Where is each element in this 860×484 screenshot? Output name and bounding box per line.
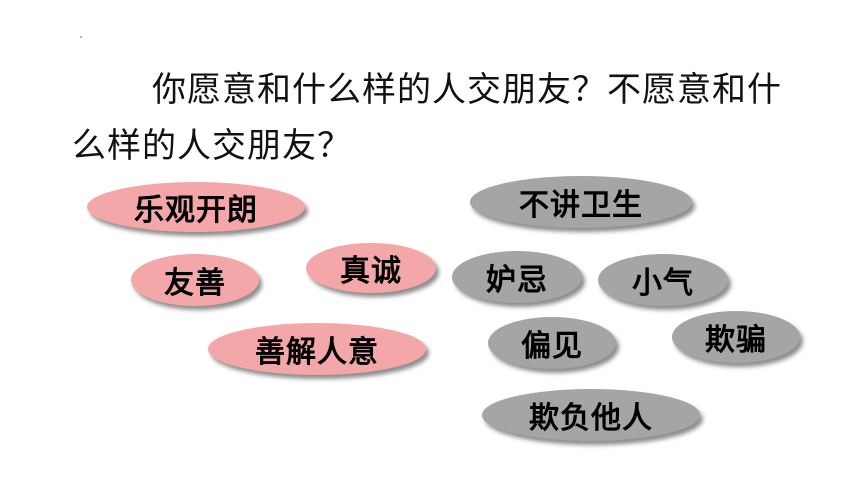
trait-understanding: 善解人意 xyxy=(208,323,426,375)
trait-jealousy: 妒忌 xyxy=(452,251,582,303)
trait-optimistic: 乐观开朗 xyxy=(87,182,305,232)
question-text: 你愿意和什么样的人交朋友？不愿意和什么样的人交朋友？ xyxy=(72,70,782,166)
decorative-dot xyxy=(80,36,82,38)
trait-deception: 欺骗 xyxy=(672,311,800,363)
trait-friendly: 友善 xyxy=(131,254,259,306)
trait-unhygienic: 不讲卫生 xyxy=(470,176,692,228)
trait-prejudice: 偏见 xyxy=(488,317,616,369)
trait-stingy: 小气 xyxy=(598,254,728,306)
trait-sincere: 真诚 xyxy=(306,243,436,293)
trait-bullying: 欺负他人 xyxy=(482,389,700,441)
